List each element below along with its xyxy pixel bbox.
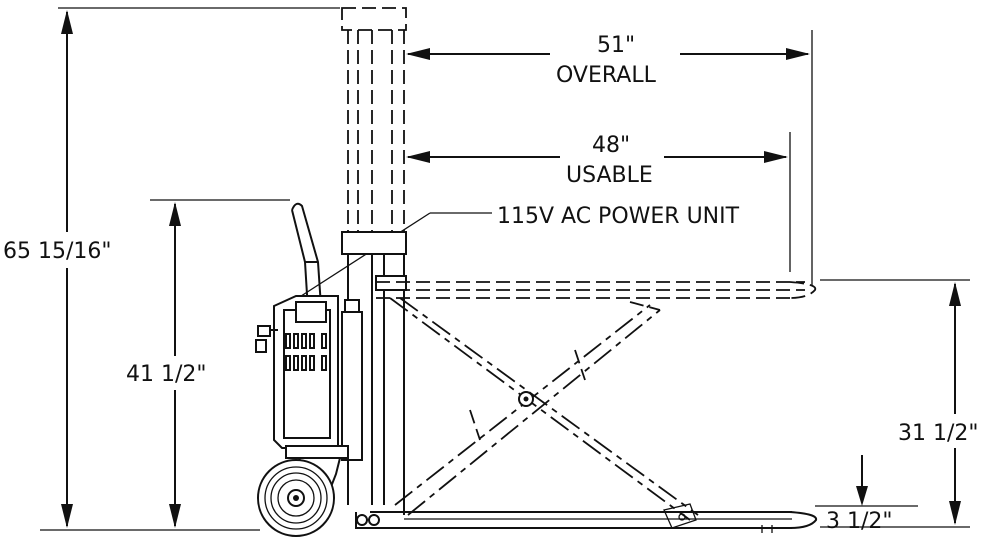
label-max-height: 65 15/16" xyxy=(3,239,112,264)
lowered-fork xyxy=(355,511,818,533)
dimension-usable-length: 48" USABLE xyxy=(406,132,791,272)
dimension-raised-fork-height: 31 1/2" xyxy=(820,279,995,528)
label-raised-fork-height: 31 1/2" xyxy=(898,421,979,446)
dimension-max-height: 65 15/16" xyxy=(0,7,340,531)
vent-slots xyxy=(285,333,327,371)
label-power-unit: 115V AC POWER UNIT xyxy=(497,204,740,229)
label-overall-caption: OVERALL xyxy=(556,63,657,88)
label-overall-length: 51" xyxy=(597,33,635,58)
caster-wheel xyxy=(257,445,349,537)
power-unit-box xyxy=(255,295,339,449)
label-usable-caption: USABLE xyxy=(566,163,653,188)
label-usable-length: 48" xyxy=(592,133,630,158)
raised-mast-phantom xyxy=(341,7,407,232)
dimension-lowered-fork-height: 3 1/2" xyxy=(815,455,918,534)
mast xyxy=(341,231,407,515)
raised-fork-phantom xyxy=(376,281,817,529)
dimension-overall-length: 51" OVERALL xyxy=(406,30,813,285)
label-handle-height: 41 1/2" xyxy=(126,362,207,387)
dimension-handle-height: 41 1/2" xyxy=(122,199,290,528)
label-lowered-fork-height: 3 1/2" xyxy=(826,509,893,534)
